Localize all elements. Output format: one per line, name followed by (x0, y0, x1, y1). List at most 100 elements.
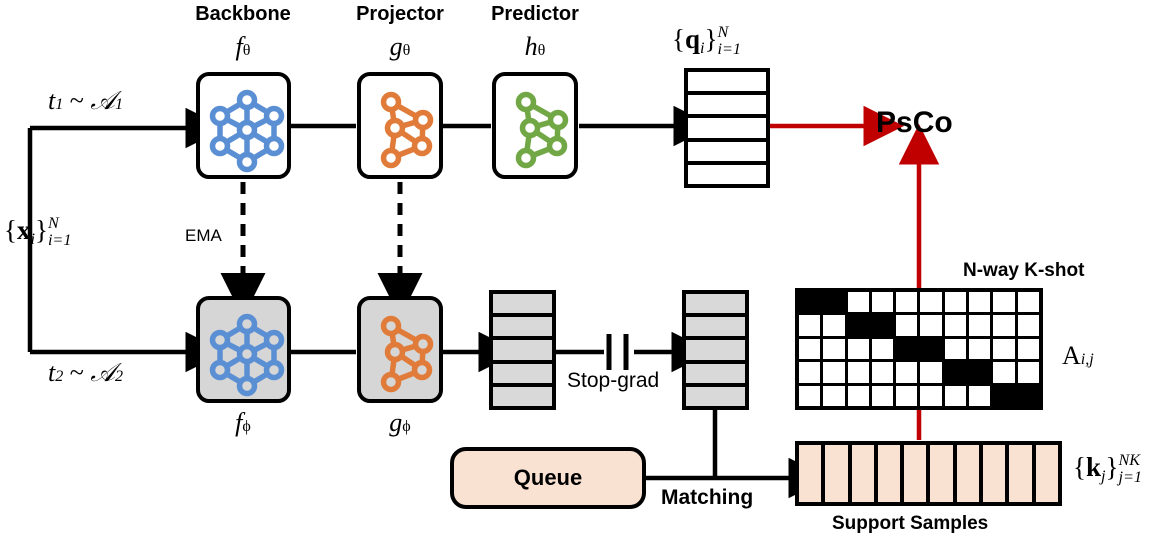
assignment-cell-inactive (871, 338, 897, 360)
matched-feature-vector[interactable] (682, 290, 749, 410)
assignment-cell-inactive (799, 315, 824, 336)
input-sup: N (47, 214, 59, 233)
projector-header: Projector (356, 3, 444, 25)
assignment-cell-inactive (823, 315, 848, 336)
stop-grad-icon (606, 334, 629, 370)
g-phi-sub: ϕ (402, 418, 411, 435)
support-sample-cell (1009, 445, 1036, 502)
projector-network-icon (380, 91, 434, 169)
assignment-cell-inactive (823, 385, 848, 407)
support-sample-cell (930, 445, 957, 502)
support-sample-cell (956, 445, 984, 502)
assignment-cell-inactive (969, 292, 994, 313)
key-sup: NK (1118, 451, 1141, 470)
support-sample-cell (851, 445, 878, 502)
projector-target-box[interactable] (357, 296, 443, 403)
assignment-cell-inactive (871, 385, 897, 407)
key-brace-open: { (1073, 452, 1086, 483)
assignment-cell-inactive (944, 315, 970, 336)
input-var-sub: i (30, 230, 35, 249)
matched-feature-cell (686, 294, 745, 318)
assignment-matrix[interactable] (795, 288, 1043, 410)
query-vector-cell (688, 164, 766, 185)
support-samples-strip[interactable] (795, 441, 1062, 506)
assignment-cell-inactive (969, 338, 994, 360)
assignment-cell-inactive (896, 292, 921, 313)
key-set-label: {kj} NK j=1 (1073, 451, 1142, 487)
method-name-label: PsCo (876, 106, 953, 139)
aug-family-2-sub: 2 (114, 368, 124, 385)
query-brace-close: } (704, 24, 718, 55)
assignment-cell-inactive (847, 338, 872, 360)
n-way-k-shot-caption: N-way K-shot (963, 260, 1085, 281)
support-sample-cell (877, 445, 905, 502)
h-theta-sub: θ (537, 42, 546, 59)
backbone-target-label: fϕ (183, 410, 303, 436)
queue-label: Queue (513, 465, 583, 490)
f-theta-base: f (235, 32, 243, 61)
ema-label: EMA (185, 226, 222, 245)
backbone-header: Backbone (195, 3, 291, 25)
assignment-cell-inactive (1017, 292, 1039, 313)
assignment-cell-inactive (993, 338, 1018, 360)
assignment-cell-inactive (993, 315, 1018, 336)
support-sample-cell (1035, 445, 1058, 502)
target-feature-cell (493, 317, 552, 341)
assignment-cell-active (823, 292, 848, 313)
matched-feature-cell (686, 317, 745, 341)
matching-label: Matching (661, 486, 754, 509)
backbone-target-box[interactable] (196, 296, 291, 403)
target-feature-vector[interactable] (489, 290, 556, 410)
assignment-cell-inactive (871, 292, 897, 313)
ema-arrows (220, 182, 423, 318)
t1-base: t (48, 86, 56, 115)
assignment-cell-inactive (823, 338, 848, 360)
predictor-online-box[interactable] (492, 72, 578, 179)
assignment-cell-inactive (920, 362, 945, 383)
assignment-cell-inactive (896, 385, 921, 407)
query-sup: N (717, 23, 729, 42)
aug-family-1: 𝒜 (90, 86, 115, 115)
key-sub: j=1 (1118, 468, 1142, 487)
target-feature-cell (493, 363, 552, 387)
projector-target-label: gϕ (340, 410, 460, 436)
f-phi-base: f (235, 408, 243, 437)
assignment-cell-active (847, 315, 872, 336)
assignment-matrix-row (799, 315, 1039, 339)
assignment-cell-inactive (871, 362, 897, 383)
key-var-sub: j (1101, 467, 1106, 486)
t1-sub: 1 (55, 96, 64, 113)
matched-feature-cell (686, 340, 745, 364)
query-vector[interactable] (684, 68, 770, 188)
query-vector-cell (688, 141, 766, 165)
assignment-cell-active (920, 338, 945, 360)
assignment-cell-inactive (1017, 362, 1039, 383)
query-vector-cell (688, 118, 766, 142)
f-phi-sub: ϕ (242, 418, 251, 435)
query-var: q (684, 24, 700, 55)
queue-block[interactable]: Queue (450, 447, 646, 509)
assignment-cell-active (993, 385, 1018, 407)
support-sample-cell (825, 445, 852, 502)
stop-grad-label: Stop-grad (567, 369, 660, 392)
support-sample-cell (799, 445, 826, 502)
tilde-2: ~ (69, 358, 84, 387)
assignment-cell-inactive (1017, 315, 1039, 336)
tilde-1: ~ (69, 86, 84, 115)
query-limits: N i=1 (717, 24, 741, 58)
projector-online-box[interactable] (357, 72, 443, 179)
assignment-cell-inactive (920, 385, 945, 407)
assignment-cell-inactive (799, 362, 824, 383)
backbone-online-box[interactable] (196, 72, 291, 179)
assignment-cell-active (944, 362, 970, 383)
input-var: x (16, 215, 31, 246)
target-feature-cell (493, 386, 552, 407)
target-feature-cell (493, 340, 552, 364)
predictor-online-label: hθ (475, 34, 595, 60)
key-var: k (1085, 452, 1101, 483)
t2-base: t (48, 358, 56, 387)
h-theta-base: h (524, 32, 538, 61)
matrix-symbol-sub: i,j (1080, 351, 1094, 368)
input-set-label: {xi} N i=1 (4, 214, 71, 250)
